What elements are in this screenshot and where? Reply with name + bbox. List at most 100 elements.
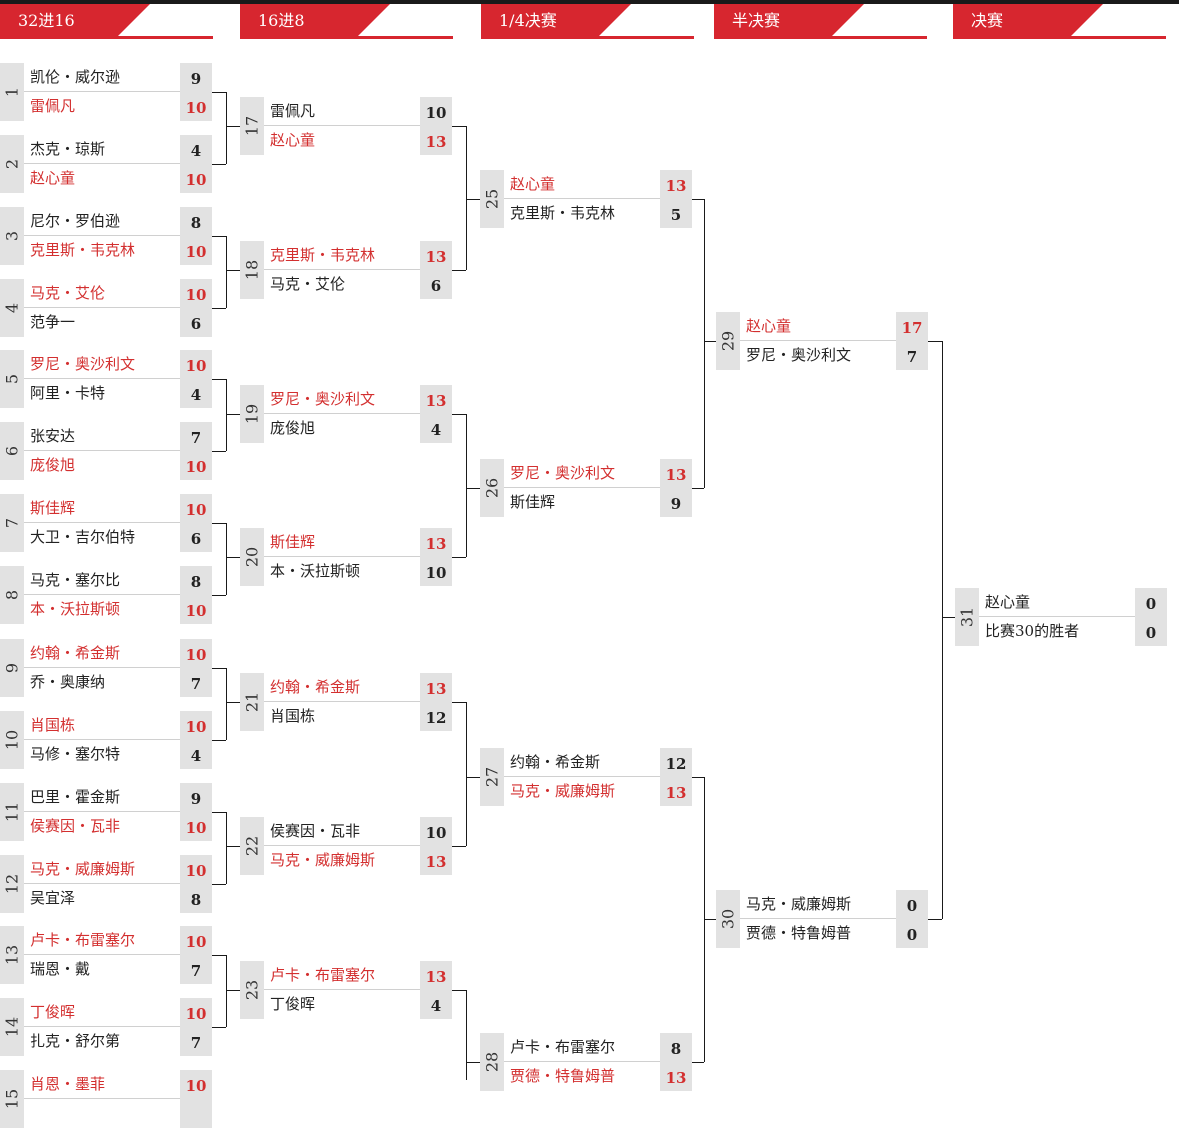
- match-divider: [24, 1026, 180, 1027]
- round-header-semifinal[interactable]: 半决赛: [714, 4, 927, 40]
- match-divider: [740, 918, 896, 919]
- player-row[interactable]: [24, 1099, 212, 1128]
- round-header-quarterfinal[interactable]: 1/4决赛: [481, 4, 694, 40]
- round-header-16-to-8[interactable]: 16进8: [240, 4, 453, 40]
- player-score: 10: [180, 451, 212, 480]
- player-name: 斯佳辉: [270, 533, 316, 551]
- player-score: 0: [896, 890, 928, 919]
- round-header-32-to-16[interactable]: 32进16: [0, 4, 213, 40]
- round-label: 32进16: [18, 11, 75, 30]
- round-header-final[interactable]: 决赛: [953, 4, 1166, 40]
- player-score: 13: [660, 170, 692, 199]
- player-name: 马克・塞尔比: [30, 571, 121, 589]
